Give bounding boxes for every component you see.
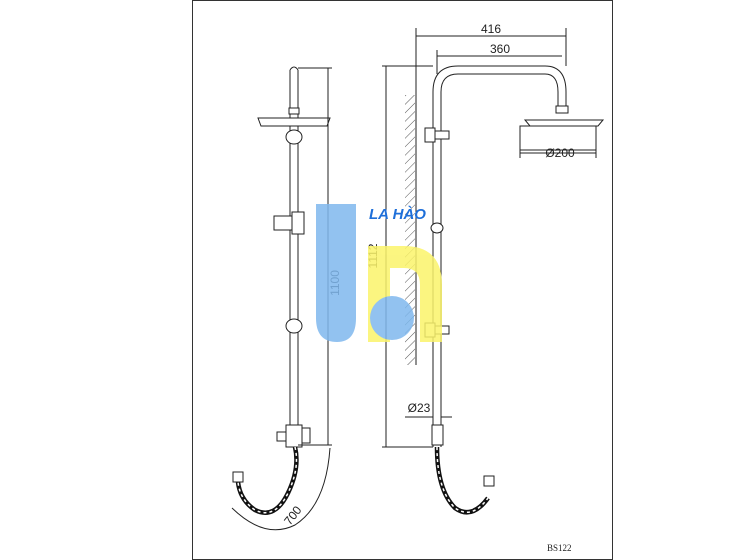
dim-pipe-diameter: Ø23 (408, 401, 431, 415)
watermark-logo (316, 204, 442, 342)
front-hose-nut (232, 471, 244, 483)
side-hose-nut (483, 475, 495, 487)
side-valve (431, 424, 444, 446)
side-head-top (523, 119, 605, 127)
front-joint-bottom (285, 318, 303, 334)
side-head-neck (555, 105, 569, 114)
front-riser-top (289, 66, 299, 71)
dim-outer-width: 416 (481, 22, 501, 36)
front-hose (235, 446, 299, 515)
dim-arm-length: 360 (490, 42, 510, 56)
front-diverter (285, 424, 303, 448)
dim-head-diameter: Ø200 (545, 146, 575, 160)
model-code: BS122 (547, 543, 572, 553)
front-joint-top (285, 129, 303, 145)
front-arm-connector (288, 107, 300, 115)
front-slider-clamp (291, 211, 305, 235)
drawing-frame (192, 0, 613, 560)
watermark-blue-circle (370, 296, 414, 340)
front-dim-700-arc (231, 447, 331, 531)
front-shower-head (257, 117, 331, 127)
front-view (231, 66, 332, 531)
watermark-blue-bar (316, 204, 356, 342)
watermark-text: LA HÀO (369, 206, 426, 223)
side-slider-ring (430, 222, 444, 234)
side-shower-head (519, 125, 597, 151)
side-pipe-outer (432, 65, 567, 447)
side-pipe-inner (440, 73, 559, 447)
side-wall-bracket-top (424, 127, 436, 143)
front-diverter-outlet (301, 427, 311, 444)
side-hose (434, 446, 490, 515)
front-diverter-knob (276, 431, 287, 442)
side-bracket-clamp-top (434, 130, 450, 140)
side-view (382, 28, 605, 515)
watermark-yellow-arcs (368, 246, 442, 342)
wall-hatch (405, 95, 415, 365)
